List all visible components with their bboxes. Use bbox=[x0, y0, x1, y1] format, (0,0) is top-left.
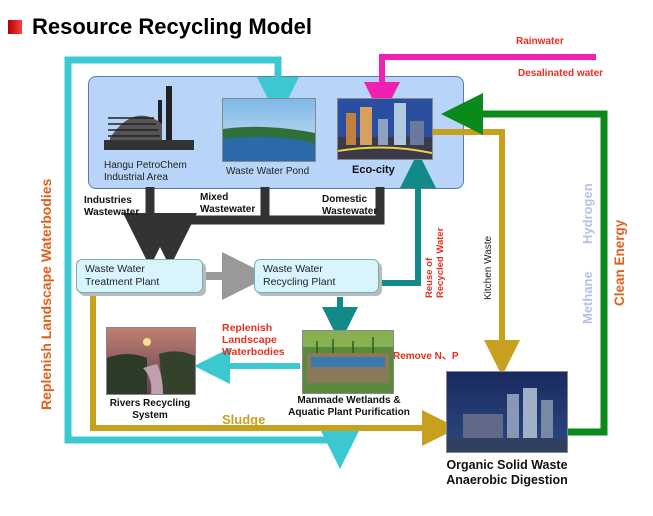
recycling-plant: Waste Water Recycling Plant bbox=[254, 259, 379, 293]
magenta-rainwater bbox=[364, 54, 596, 118]
sludge-label: Sludge bbox=[222, 412, 266, 427]
industries-label: Industries Wastewater bbox=[84, 195, 140, 218]
wetlands-image bbox=[302, 330, 394, 394]
clean-energy-label: Clean Energy bbox=[612, 219, 627, 306]
dark-mixed-domestic bbox=[143, 187, 385, 267]
rainwater-label: Rainwater bbox=[516, 36, 564, 47]
gold-sludge bbox=[90, 296, 458, 446]
page-title: Resource Recycling Model bbox=[32, 14, 312, 39]
reuse-label: Reuse of Recycled Water bbox=[424, 227, 446, 298]
title-marker bbox=[8, 20, 22, 34]
treatment-plant: Waste Water Treatment Plant bbox=[76, 259, 203, 293]
methane-label: Methane bbox=[580, 271, 595, 324]
ecocity-image bbox=[337, 98, 433, 160]
teal-reuse bbox=[378, 152, 436, 286]
remove-np-label: Remove N、P bbox=[393, 351, 459, 362]
digestion-image bbox=[446, 371, 568, 453]
green-clean-energy bbox=[441, 93, 608, 436]
kitchen-waste-label: Kitchen Waste bbox=[483, 235, 494, 300]
pond-image bbox=[222, 98, 316, 162]
wetlands-label: Manmade Wetlands & Aquatic Plant Purific… bbox=[288, 395, 410, 418]
ecocity-label: Eco-city bbox=[352, 164, 395, 176]
replenish-mid-label: Replenish Landscape Waterbodies bbox=[222, 322, 285, 358]
desalinated-label: Desalinated water bbox=[518, 68, 604, 79]
hydrogen-label: Hydrogen bbox=[580, 183, 595, 244]
cyan-replenish-loop bbox=[64, 56, 340, 444]
mixed-label: Mixed Wastewater bbox=[200, 192, 256, 215]
replenish-left-label: Replenish Landscape Waterbodies bbox=[38, 178, 54, 410]
pond-label: Waste Water Pond bbox=[226, 166, 310, 177]
rivers-image bbox=[106, 327, 196, 395]
domestic-label: Domestic Wastewater bbox=[322, 194, 378, 217]
petrochem-image bbox=[104, 86, 194, 150]
hangu-label: Hangu PetroChem Industrial Area bbox=[104, 160, 187, 183]
digestion-label: Organic Solid Waste Anaerobic Digestion bbox=[446, 458, 568, 487]
rivers-label: Rivers Recycling System bbox=[109, 398, 191, 421]
